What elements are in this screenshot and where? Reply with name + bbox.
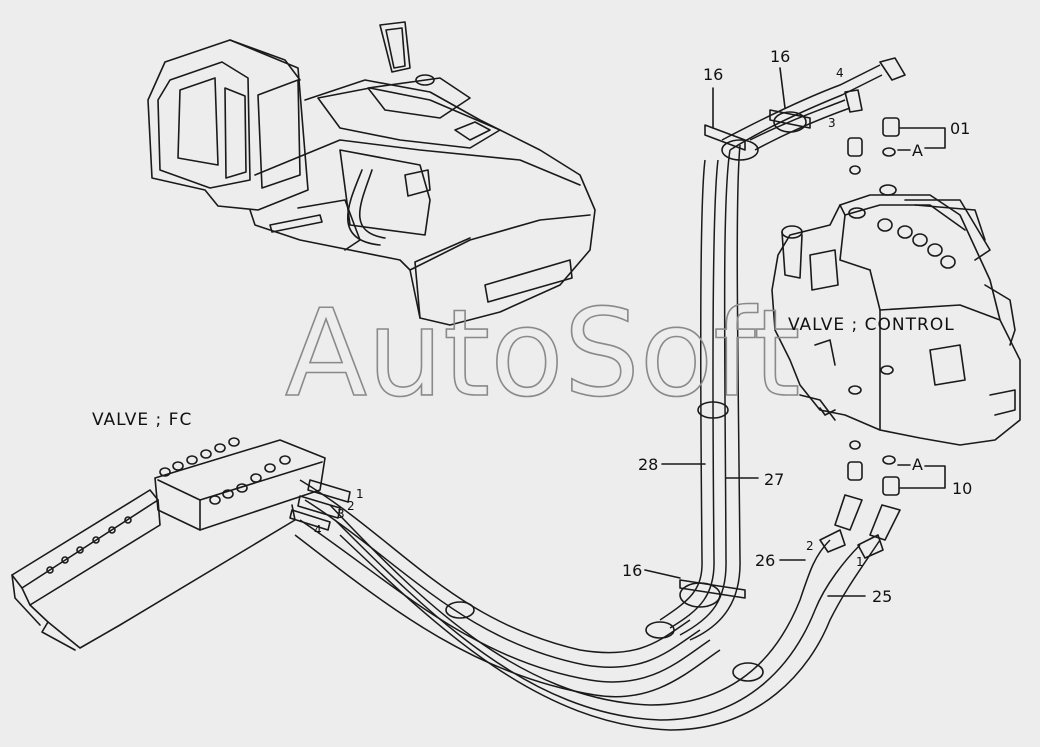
hose-lines	[294, 64, 883, 731]
part-number-16-top-left: 16	[703, 65, 723, 84]
hose-tag-1-lower: 1	[856, 555, 864, 569]
excavator-drawing	[147, 21, 596, 326]
clamps	[445, 109, 811, 682]
hose-tag-4-fc: 4	[314, 523, 322, 537]
label-a-lower: A	[912, 455, 923, 474]
hose-tag-1-fc: 1	[356, 487, 364, 501]
part-number-25: 25	[872, 587, 892, 606]
hose-tag-2-lower: 2	[806, 539, 814, 553]
fc-valve-label: VALVE ; FC	[92, 410, 192, 430]
label-a-upper: A	[912, 141, 923, 160]
part-number-16-top-right: 16	[770, 47, 790, 66]
hose-tag-3-top: 3	[828, 116, 836, 130]
leader-lines	[644, 67, 946, 597]
hose-tag-3-fc: 3	[337, 507, 345, 521]
hose-tag-2-fc: 2	[347, 499, 355, 513]
hose-tag-4-top: 4	[836, 66, 844, 80]
part-number-27: 27	[764, 470, 784, 489]
control-valve-drawing	[771, 184, 1021, 446]
control-valve-label: VALVE ; CONTROL	[788, 315, 955, 335]
part-number-28: 28	[638, 455, 658, 474]
fc-valve-drawing	[11, 437, 326, 651]
watermark: AutoSoft	[285, 285, 800, 424]
part-number-26: 26	[755, 551, 775, 570]
part-number-01: 01	[950, 119, 970, 138]
part-number-16-bottom: 16	[622, 561, 642, 580]
fittings	[289, 57, 906, 559]
part-number-10: 10	[952, 479, 972, 498]
